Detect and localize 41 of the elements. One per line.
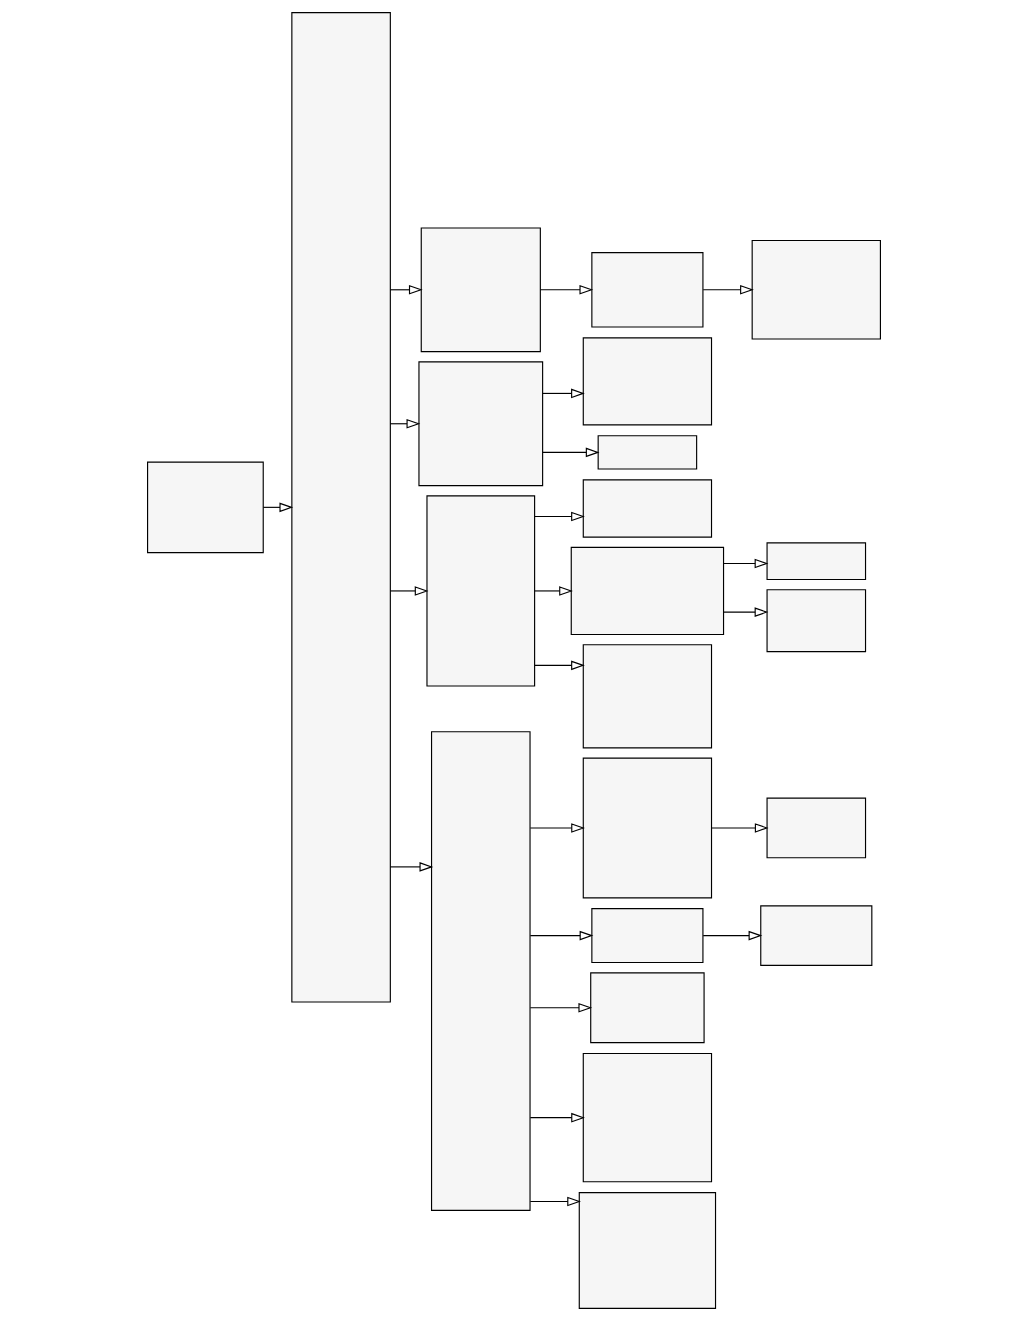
node-box bbox=[590, 252, 703, 328]
arrow bbox=[539, 284, 593, 295]
node-box bbox=[582, 479, 712, 538]
node-box bbox=[766, 797, 866, 859]
node-box bbox=[430, 731, 531, 1211]
node-box bbox=[420, 227, 541, 353]
arrow bbox=[533, 586, 573, 596]
arrow bbox=[710, 823, 769, 833]
arrow bbox=[529, 823, 585, 833]
node-box bbox=[570, 546, 724, 636]
arrow bbox=[533, 660, 585, 671]
arrow bbox=[529, 1112, 585, 1123]
arrow bbox=[722, 607, 768, 617]
arrow bbox=[389, 586, 428, 596]
node-box bbox=[582, 1052, 712, 1183]
arrow bbox=[529, 1196, 581, 1207]
node-box bbox=[582, 337, 712, 426]
arrow bbox=[529, 930, 593, 941]
node-box bbox=[582, 757, 712, 899]
arrow bbox=[702, 930, 762, 941]
node-box bbox=[766, 542, 866, 581]
node-box bbox=[425, 495, 535, 687]
node-box bbox=[590, 908, 703, 964]
arrow bbox=[389, 862, 433, 872]
arrow bbox=[722, 558, 768, 569]
arrow bbox=[533, 511, 585, 522]
node-box bbox=[589, 972, 705, 1044]
node-box bbox=[597, 435, 697, 470]
node-box bbox=[146, 461, 264, 554]
node-box bbox=[290, 12, 391, 1003]
node-box bbox=[578, 1192, 716, 1309]
arrow bbox=[541, 447, 600, 458]
node-box bbox=[766, 589, 866, 653]
arrow bbox=[529, 1002, 592, 1013]
node-box bbox=[582, 644, 712, 749]
arrow bbox=[389, 284, 423, 295]
node-box bbox=[417, 361, 543, 487]
node-box bbox=[759, 905, 872, 966]
arrow bbox=[541, 388, 585, 399]
arrow bbox=[702, 284, 754, 295]
node-box bbox=[751, 239, 881, 340]
